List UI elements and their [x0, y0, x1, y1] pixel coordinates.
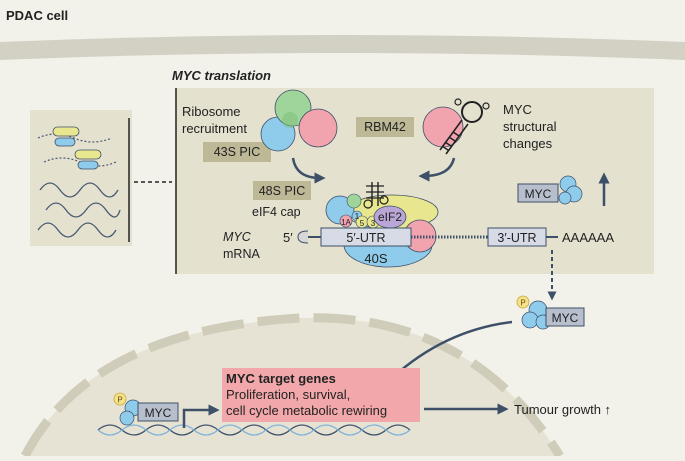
- myc-protein-box-panel: [517, 183, 559, 203]
- label-40s: 40S: [364, 251, 387, 266]
- cell-label: PDAC cell: [6, 8, 68, 23]
- label-eif4-cap: eIF4 cap: [252, 205, 301, 219]
- label-box-43s: [203, 142, 271, 162]
- arrow-43s-to-48s: [291, 157, 326, 184]
- label-eif2: eIF2: [378, 210, 402, 224]
- label-polya: AAAAAA: [562, 230, 614, 245]
- arrow-rbm42-to-48s: [418, 157, 456, 182]
- target-genes-box: [222, 368, 420, 422]
- dna-helix: [97, 424, 411, 436]
- arrow-myc-to-nucleus: [387, 320, 513, 382]
- target-genes-line2: cell cycle metabolic rewiring: [226, 403, 387, 418]
- label-eif5: 5: [360, 219, 365, 228]
- label-mrna: mRNA: [223, 247, 260, 261]
- arrow-myc-to-target-genes: [182, 404, 220, 428]
- label-tumour-growth: Tumour growth ↑: [514, 402, 611, 417]
- label-43s-pic: 43S PIC: [214, 145, 261, 159]
- target-genes-line1: Proliferation, survival,: [226, 387, 350, 402]
- label-mrna-myc: MYC: [223, 230, 252, 244]
- label-eif1: 1: [355, 212, 360, 221]
- phospho-badge-nucleus: [113, 392, 127, 406]
- myc-protein-box-cytoplasm: [545, 307, 585, 327]
- rbm42-protein: [422, 98, 490, 155]
- ribosome-recruitment-label: Ribosome recruitment: [182, 104, 247, 136]
- label-phospho-nucleus: P: [117, 396, 122, 405]
- label-box-48s: [253, 181, 311, 200]
- mrna-cap: [297, 230, 309, 244]
- label-myc-nucleus: MYC: [145, 406, 172, 420]
- pic43s-complex: [260, 89, 338, 152]
- label-eif3: 3: [371, 219, 376, 228]
- label-five-prime: 5′: [283, 230, 293, 245]
- cell-membrane: [0, 35, 685, 60]
- myc-protein-blob-nucleus: [119, 399, 142, 426]
- structural-changes-label: MYC structural changes: [503, 102, 560, 151]
- label-phospho-cytoplasm: P: [520, 299, 525, 308]
- myc-protein-blob-panel: [558, 175, 583, 205]
- myc-protein-box-nucleus: [137, 402, 179, 422]
- label-5utr: 5′-UTR: [346, 231, 385, 245]
- label-3utr: 3′-UTR: [497, 231, 536, 245]
- label-myc-cytoplasm: MYC: [552, 311, 579, 325]
- label-box-rbm42: [356, 117, 414, 137]
- target-genes-title: MYC target genes: [226, 371, 336, 386]
- label-48s-pic: 48S PIC: [259, 184, 306, 198]
- panel-title: MYC translation: [172, 68, 271, 83]
- label-eif1a: 1A: [341, 218, 351, 227]
- phospho-badge-cytoplasm: [516, 295, 530, 309]
- mrna-pool-box: [30, 110, 132, 246]
- label-rbm42: RBM42: [364, 120, 406, 134]
- label-myc-panel: MYC: [525, 187, 552, 201]
